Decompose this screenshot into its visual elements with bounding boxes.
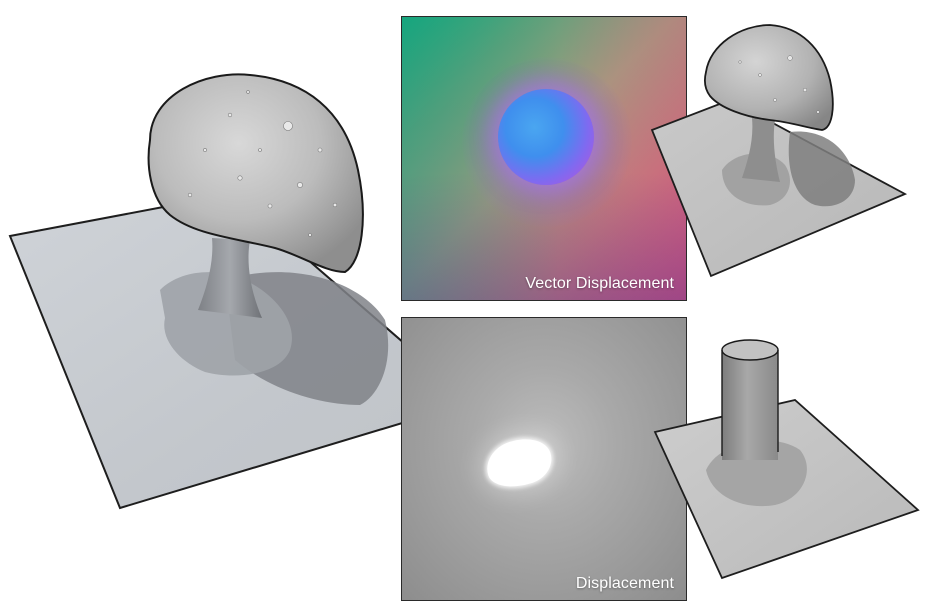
large-root-splash — [160, 272, 292, 376]
displacement-label: Displacement — [575, 575, 674, 592]
vector-displacement-label: Vector Displacement — [525, 275, 674, 292]
cap-bumps — [187, 90, 338, 237]
vector-map-core — [498, 89, 594, 185]
small-stem — [742, 118, 780, 182]
small-cast-shadow — [788, 131, 855, 207]
cylinder-top — [721, 339, 779, 361]
displacement-panel: Displacement — [401, 317, 687, 601]
small-mushroom-cap — [703, 24, 834, 131]
cylinder-body — [722, 352, 778, 460]
vector-displacement-panel: Vector Displacement — [401, 16, 687, 301]
small-cap-bumps — [738, 55, 820, 114]
large-stem — [198, 238, 262, 318]
large-mushroom-cap — [147, 73, 364, 274]
